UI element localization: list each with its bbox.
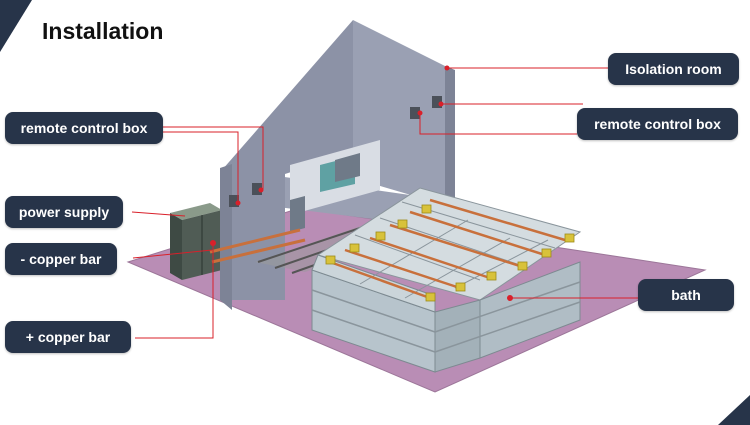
- bar-clamps: [325, 204, 575, 302]
- copper-bars: [209, 228, 306, 264]
- plus-copper-bar-label: + copper bar: [5, 321, 131, 353]
- power-supply-cabinet: [170, 203, 222, 280]
- minus-copper-bar-label: - copper bar: [5, 243, 117, 275]
- leader-lines: [131, 67, 638, 339]
- remote-control-box-left-2: [252, 183, 264, 195]
- corner-decoration-bottom-right: [690, 385, 750, 425]
- power-supply-label: power supply: [5, 196, 123, 228]
- remote-control-box-left-1: [229, 195, 241, 207]
- bath-tanks: [311, 187, 582, 373]
- bath-marker: [507, 295, 513, 301]
- bath-label: bath: [638, 279, 734, 311]
- remote-control-box-left-label: remote control box: [5, 112, 163, 144]
- isolation-room-label: Isolation room: [608, 53, 739, 85]
- page-title: Installation: [42, 18, 164, 44]
- isolation-room-marker: [444, 65, 450, 71]
- remote-control-box-right-label: remote control box: [577, 108, 738, 140]
- anode-rods: [329, 198, 566, 300]
- isolation-room-wall: [220, 20, 455, 310]
- remote-control-box-right-2: [432, 96, 444, 108]
